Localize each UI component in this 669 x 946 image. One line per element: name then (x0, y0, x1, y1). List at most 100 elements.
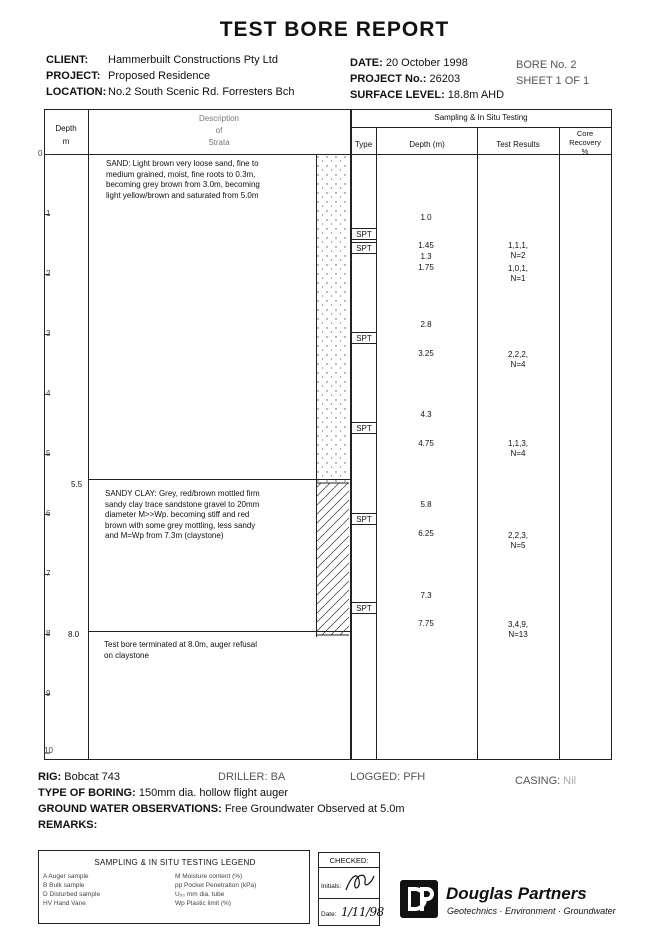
depth-tick: 4 (46, 389, 51, 398)
driller-value: BA (270, 771, 286, 783)
sample-top-depth: 1.0 (420, 213, 432, 222)
remarks-label: REMARKS: (38, 819, 98, 831)
description-col-header: Description (198, 114, 239, 123)
boring-type-label: TYPE OF BORING: (38, 787, 136, 799)
depth-col-header: Depth (55, 124, 77, 133)
date-checked-value: 1/11/98 (341, 905, 384, 919)
sample-top-depth: 4.3 (420, 410, 432, 419)
date-row: DATE: 20 October 1998 (350, 55, 468, 72)
legend-item: HV Hand Vane (43, 900, 86, 907)
checked-label: CHECKED: (329, 856, 369, 865)
logged-value: PFH (403, 771, 426, 783)
test-result: 2,2,3, N=5 (507, 531, 528, 550)
sheet-number: SHEET 1 OF 1 (516, 75, 590, 87)
company-name: Douglas Partners (446, 884, 587, 903)
test-result: 1,1,3, N=4 (507, 439, 528, 458)
rig-label: RIG: (38, 771, 62, 783)
casing-label: CASING: (515, 775, 561, 787)
date-label: DATE: (350, 57, 383, 69)
sand-layer-pattern (316, 155, 349, 483)
location-label: LOCATION: (46, 86, 107, 98)
sampling-legend: SAMPLING & IN SITU TESTING LEGEND A Auge… (38, 850, 310, 924)
legend-item: U₅₀ mm dia. tube (175, 891, 225, 898)
remarks-row: REMARKS: (38, 817, 97, 833)
sample-type: SPT (351, 602, 377, 614)
sample-top-depth: 1.3 (420, 252, 432, 261)
sample-depth-col-header: Depth (m) (409, 140, 445, 149)
bore-no-row: BORE No. 2 (516, 57, 577, 74)
boring-type-row: TYPE OF BORING: 150mm dia. hollow flight… (38, 785, 288, 801)
depth-tick: 5 (46, 449, 51, 458)
sampling-header: Sampling & In Situ Testing (434, 113, 528, 122)
client-value: Hammerbuilt Constructions Pty Ltd (108, 54, 278, 66)
strata-graphic-log (316, 155, 349, 637)
layer-depth-label: 8.0 (68, 630, 80, 639)
project-label: PROJECT: (46, 70, 101, 82)
sample-bottom-depth: 6.25 (418, 529, 434, 538)
client-label: CLIENT: (46, 54, 89, 66)
checked-box: CHECKED: Initials: Date: 1/11/98 (318, 852, 384, 926)
depth-unit-header: m (62, 137, 70, 146)
depth-tick: 7 (46, 569, 51, 578)
driller-row: DRILLER: BA (218, 769, 285, 785)
test-result: 2,2,2, N=4 (507, 350, 528, 369)
casing-row: CASING: Nil (515, 773, 576, 789)
groundwater-row: GROUND WATER OBSERVATIONS: Free Groundwa… (38, 801, 405, 817)
client-row: CLIENT: Hammerbuilt Constructions Pty Lt… (46, 52, 278, 69)
results-col-divider (559, 127, 560, 759)
sample-type: SPT (351, 513, 377, 525)
sample-bottom-depth: 1.45 (418, 241, 434, 250)
sample-top-depth: 7.3 (420, 591, 432, 600)
casing-value: Nil (563, 775, 577, 787)
depth-tick: 10 (44, 746, 53, 755)
depth-tick: 2 (46, 269, 51, 278)
legend-item: Wp Plastic limit (%) (175, 900, 231, 907)
sample-bottom-depth: 3.25 (418, 349, 434, 358)
layer-depth-label: 5.5 (71, 480, 83, 489)
depth-tick: 0 (38, 149, 43, 158)
strata-boundary-2 (88, 631, 350, 632)
project-no-label: PROJECT No.: (350, 73, 427, 85)
boring-type-value: 150mm dia. hollow flight auger (138, 787, 289, 799)
sample-type: SPT (351, 422, 377, 434)
depth-tick: 8 (46, 629, 51, 638)
groundwater-value: Free Groundwater Observed at 5.0m (224, 803, 405, 815)
graphic-col-divider (350, 110, 352, 759)
strata-col-header: Strata (208, 138, 230, 147)
rig-row: RIG: Bobcat 743 (38, 769, 120, 785)
date-value: 20 October 1998 (385, 57, 468, 69)
sample-type: SPT (351, 228, 377, 240)
depth-tick-marks (44, 154, 50, 754)
header-bottom-line (45, 154, 611, 155)
driller-label: DRILLER: (218, 771, 268, 783)
project-no-row: PROJECT No.: 26203 (350, 71, 460, 88)
legend-item: A Auger sample (43, 873, 89, 880)
depth-tick: 6 (46, 509, 51, 518)
depth-tick: 9 (46, 689, 51, 698)
depth-m-col-divider (477, 127, 478, 759)
company-tagline: Geotechnics · Environment · Groundwater (447, 906, 616, 916)
report-title: TEST BORE REPORT (219, 18, 450, 41)
location-value: No.2 South Scenic Rd. Forresters Bch (108, 86, 295, 98)
surface-level-value: 18.8m AHD (447, 89, 505, 101)
test-result: 1,0,1, N=1 (507, 264, 528, 283)
bore-no-value: 2 (570, 59, 577, 71)
test-result: 1,1,1, N=2 (507, 241, 528, 260)
legend-title: SAMPLING & IN SITU TESTING LEGEND (94, 858, 256, 867)
core-recovery-col-header: Core Recovery % (569, 129, 601, 156)
initials-label: Initials: (321, 883, 342, 890)
location-row: LOCATION: No.2 South Scenic Rd. Forreste… (46, 84, 294, 101)
clay-layer-pattern (316, 483, 349, 635)
sample-bottom-depth: 7.75 (418, 619, 434, 628)
sample-top-depth: 2.8 (420, 320, 432, 329)
strata-description-sand: SAND: Light brown very loose sand, fine … (106, 159, 260, 200)
initials-signature-icon (345, 874, 375, 891)
project-row: PROJECT: Proposed Residence (46, 68, 210, 85)
depth-tick: 1 (46, 209, 51, 218)
sample-bottom-depth: 4.75 (418, 439, 434, 448)
groundwater-label: GROUND WATER OBSERVATIONS: (38, 803, 222, 815)
sample-type: SPT (351, 242, 377, 254)
logged-label: LOGGED: (350, 771, 401, 783)
surface-level-row: SURFACE LEVEL: 18.8m AHD (350, 87, 504, 104)
bore-log-table (44, 109, 612, 760)
